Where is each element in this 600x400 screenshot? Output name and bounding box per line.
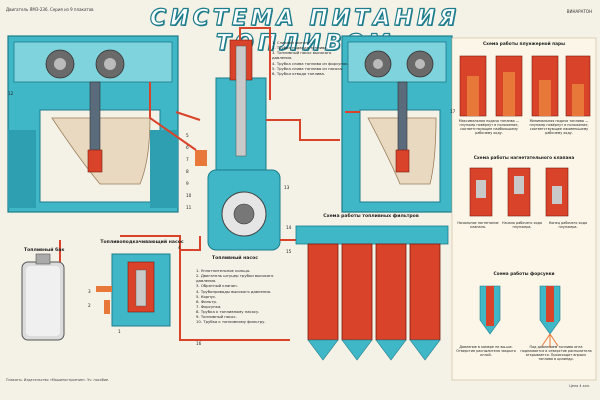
callout-number: 16 xyxy=(196,341,202,346)
valve-scheme-title: Схема работы нагнетательного клапана xyxy=(473,156,575,161)
footer-right: Цена 4 коп. xyxy=(569,384,590,388)
legend-bottom: 1. Уплотнительное кольцо. 2. Двигатель ш… xyxy=(196,268,294,324)
legend-top-item: 3. Топливный насос высокого давления. xyxy=(272,50,332,61)
valve-caption-2: Начало рабочего хода плунжера. xyxy=(502,221,542,229)
left-engine-block xyxy=(7,35,179,213)
legend-bottom-item: 6. Фильтр. xyxy=(196,298,218,304)
poster-header-small: Двигатель ЯМЗ-236. Серия из 9 плакатов xyxy=(6,7,94,12)
legend-bottom-item: 8. Трубка к топливному насосу. xyxy=(196,309,260,314)
plunger-caption-max: Максимальная подача топлива — плунжер по… xyxy=(458,119,520,135)
injector-scheme-graphic xyxy=(479,285,561,348)
callout-number: 8 xyxy=(186,169,189,174)
poster-header-right: ВИНАРАТОН xyxy=(566,9,592,14)
plunger-scheme-title: Схема работы плунжерной пары xyxy=(483,42,565,47)
legend-bottom-item: 1. Уплотнительное кольцо. xyxy=(196,268,251,273)
right-engine-block xyxy=(341,35,453,213)
callout-number: 9 xyxy=(186,181,189,186)
callout-number: 15 xyxy=(286,249,292,254)
injector-scheme-title: Схема работы форсунки xyxy=(493,272,555,277)
callout-number: 4 xyxy=(178,245,181,250)
valve-scheme-graphic xyxy=(469,167,569,217)
callout-number: 6 xyxy=(186,145,189,150)
callout-number: 13 xyxy=(284,185,290,190)
legend-bottom-item: 5. Корпус. xyxy=(196,293,217,299)
callout-number: 11 xyxy=(186,205,192,210)
callout-number: 3 xyxy=(88,289,91,294)
callout-number: 17 xyxy=(450,109,456,114)
callout-number: 5 xyxy=(186,133,189,138)
valve-caption-1: Начальное нагнетание клапана. xyxy=(457,221,499,229)
callout-number: 2 xyxy=(88,303,91,308)
legend-top-item: 4. Трубка слива топлива из форсунок. xyxy=(272,60,349,66)
valve-caption-3: Конец рабочего хода плунжера. xyxy=(548,221,588,229)
legend-top-item: 2. Трубка подвода топлива. xyxy=(272,45,328,51)
primer-pump xyxy=(96,253,171,327)
callout-number: 1 xyxy=(118,329,121,334)
callout-number: 12 xyxy=(8,91,14,96)
label-filter-scheme: Схема работы топливных фильтров xyxy=(323,214,419,219)
label-hp-pump: Топливный насос xyxy=(212,256,258,261)
legend-bottom-item: 3. Обратный клапан. xyxy=(196,283,238,289)
legend-top-item: 6. Трубки отвода топлива. xyxy=(272,70,326,76)
callout-number: 10 xyxy=(186,193,192,198)
label-tank: Топливный бак xyxy=(24,248,65,253)
legend-bottom-item: 7. Форсунка. xyxy=(196,303,222,309)
legend-top-item: 5. Трубка слива топлива из насоса. xyxy=(272,65,343,71)
label-pump-primer: Топливоподкачивающий насос xyxy=(100,240,184,245)
legend-bottom-item: 2. Двигатель штуцер трубки высокого давл… xyxy=(196,273,274,284)
legend-bottom-item: 4. Трубопроводы высокого давления. xyxy=(196,288,272,294)
injector-caption-closed: Давление в камере не вы-ше. Отверстие ра… xyxy=(456,345,516,357)
callout-number: 14 xyxy=(286,225,292,230)
legend-top: 1. Сливной фитинг. 2. Трубка подвода топ… xyxy=(272,40,352,76)
legend-bottom-item: 10. Трубка к топливному фильтру. xyxy=(196,319,266,325)
plunger-caption-min: Минимальная подача топлива — плунжер пов… xyxy=(529,119,589,135)
callout-number: 7 xyxy=(186,157,189,162)
fuel-filters xyxy=(295,225,449,361)
footer-left: Плакаты. Издательство «Машиностроение». … xyxy=(6,378,110,382)
legend-bottom-item: 9. Топливный насос. xyxy=(196,314,237,320)
legend-top-item: 1. Сливной фитинг. xyxy=(272,40,312,45)
plunger-scheme-graphic xyxy=(459,55,591,117)
fuel-lines xyxy=(59,27,360,341)
injector-caption-open: Под давлением топлива игла поднимается и… xyxy=(520,345,592,361)
hp-pump-body xyxy=(195,39,281,251)
fuel-tank xyxy=(21,253,65,341)
